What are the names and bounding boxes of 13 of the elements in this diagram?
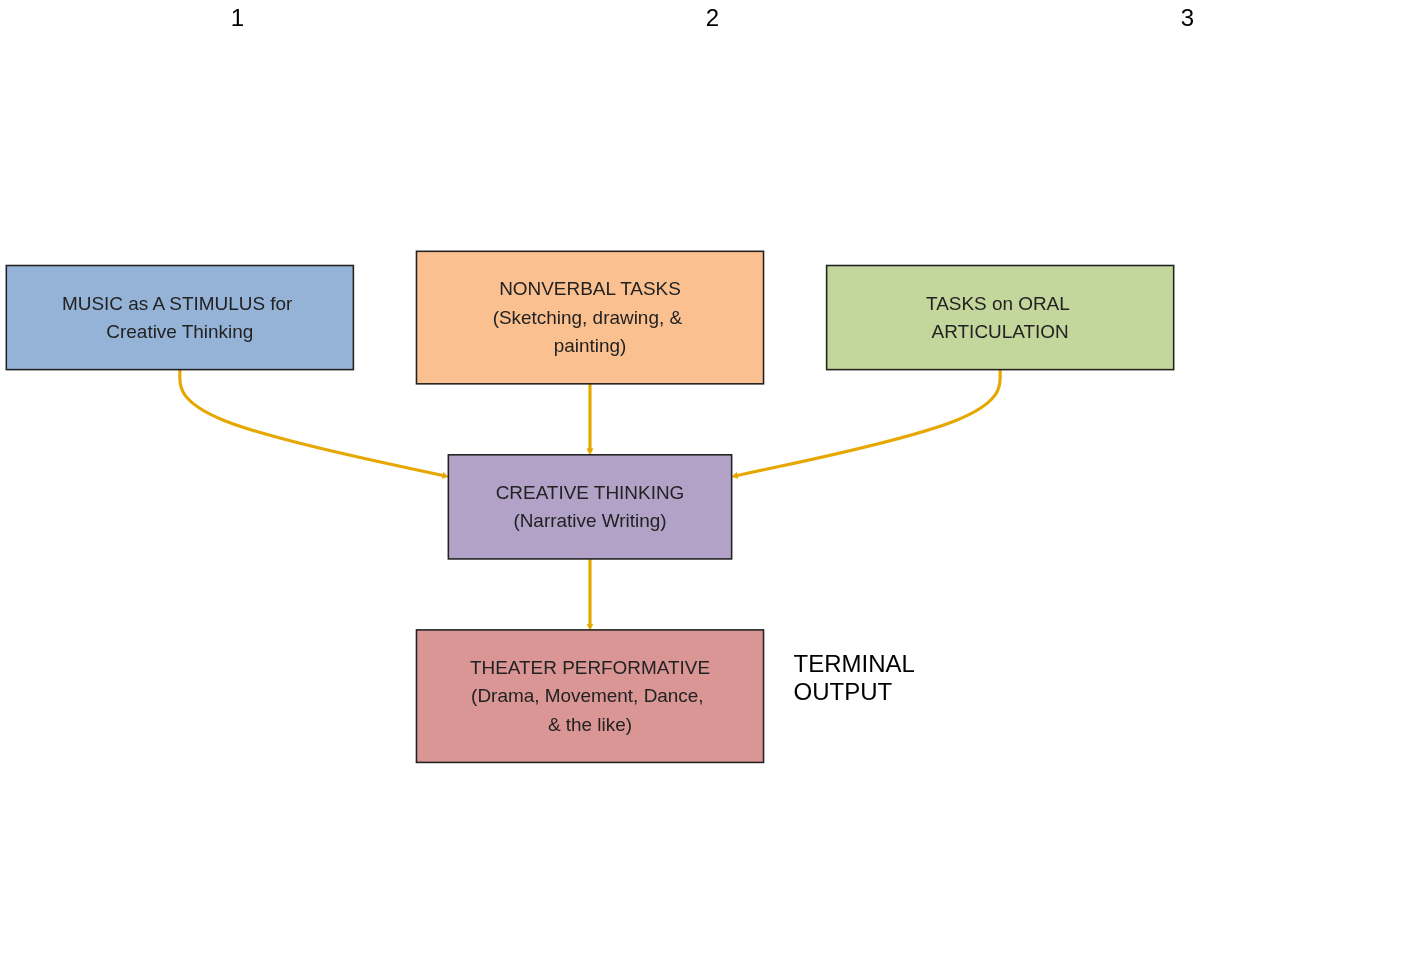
node-box: MUSIC as A STIMULUS for Creative Thinking	[5, 264, 355, 371]
side-note: TERMINAL OUTPUT	[793, 649, 915, 706]
node-box: NONVERBAL TASKS (Sketching, drawing, & painting)	[415, 250, 765, 385]
arrow	[586, 383, 594, 455]
column-number: 3	[1180, 4, 1195, 33]
node-box: TASKS on ORAL ARTICULATION	[825, 264, 1175, 371]
arrow	[586, 558, 594, 630]
node-box: CREATIVE THINKING (Narrative Writing)	[447, 453, 733, 560]
column-number: 1	[230, 4, 245, 33]
arrow	[731, 369, 1002, 479]
node-box: THEATER PERFORMATIVE (Drama, Movement, Dance, & the like)	[415, 628, 765, 763]
arrow	[178, 369, 449, 479]
column-number: 2	[705, 4, 720, 33]
